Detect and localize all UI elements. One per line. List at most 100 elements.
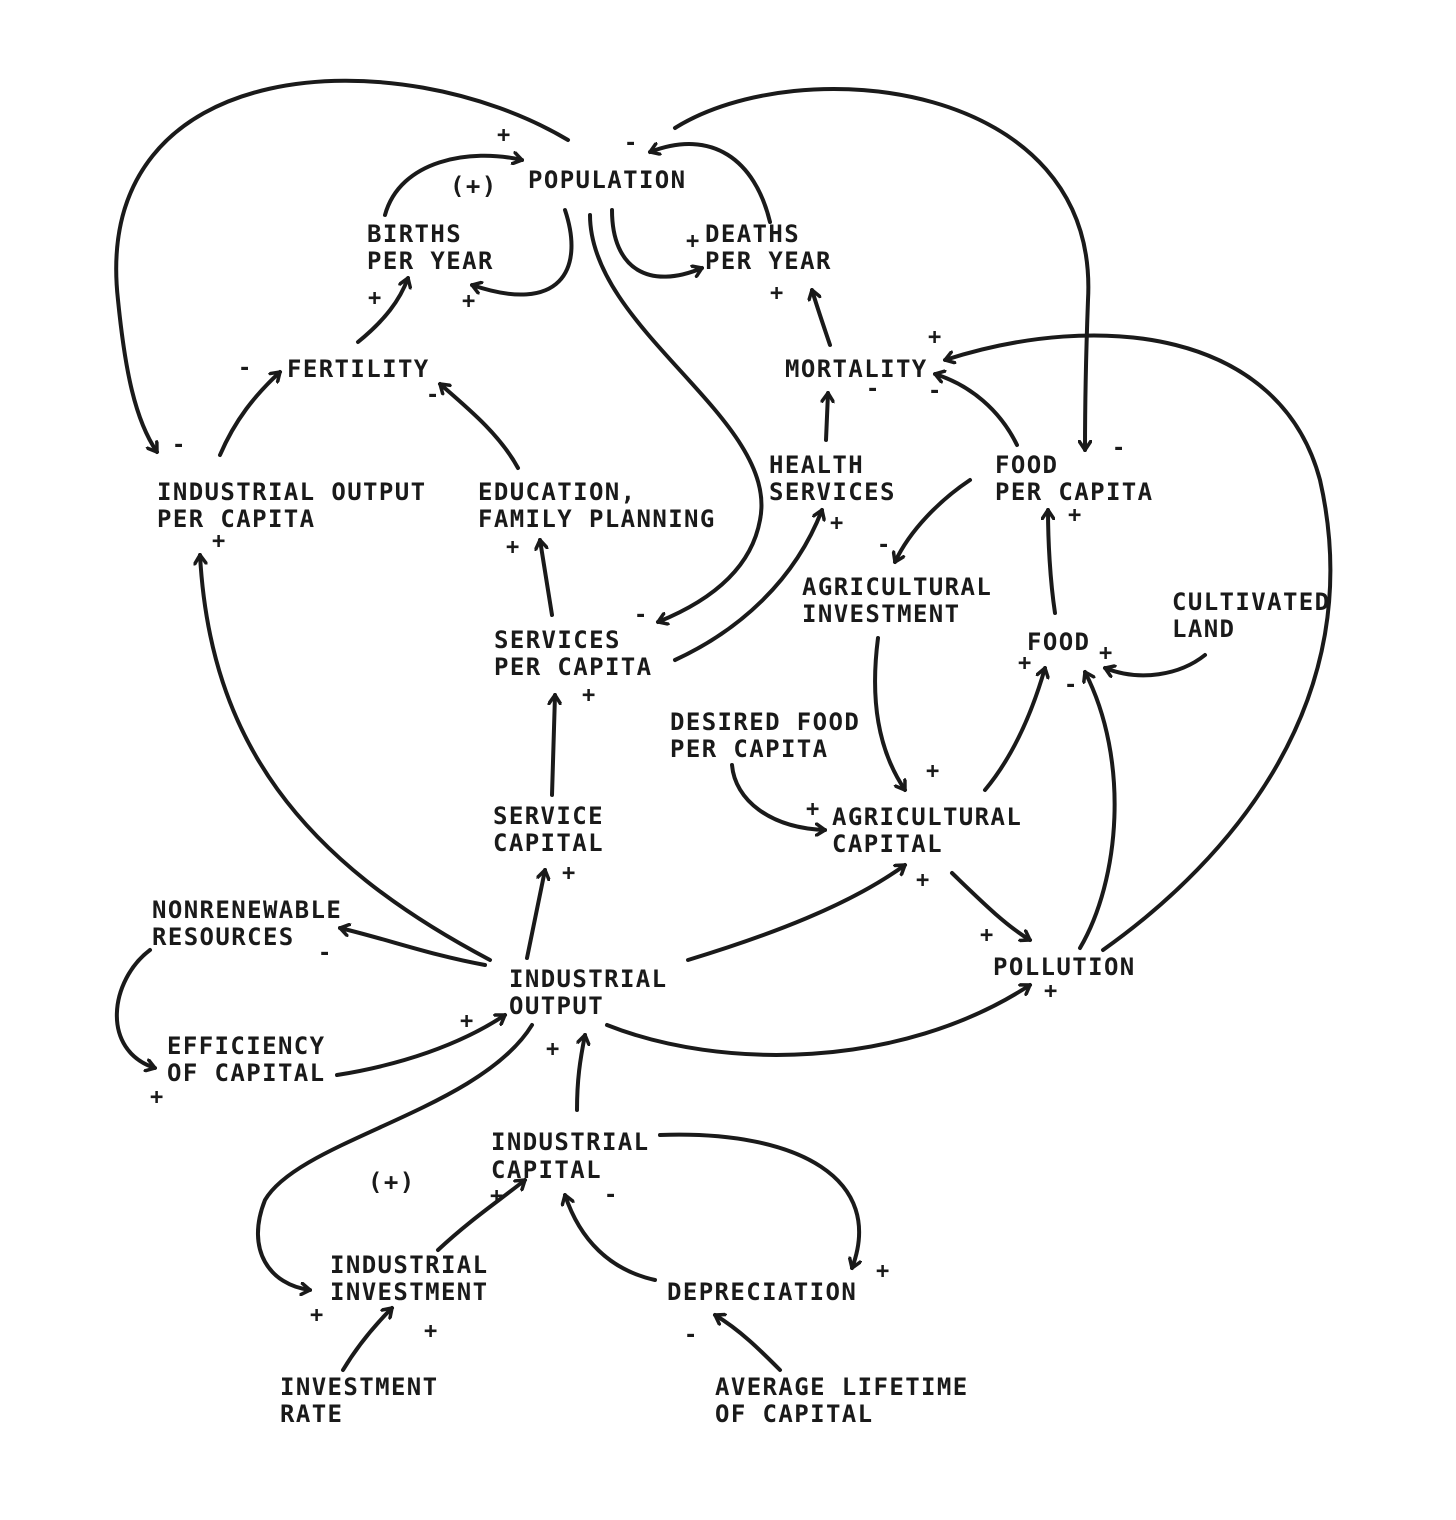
edge-land-to-food [1105,653,1207,675]
node-average-lifetime-of-capital: AVERAGE LIFETIME OF CAPITAL [715,1373,969,1428]
edge-sign-service_cap-to-spc: + [582,683,595,708]
edge-spc-to-health [673,510,822,662]
node-line: EFFICIENCY [167,1032,326,1060]
edge-population-to-iopc [114,78,570,452]
node-line: PER CAPITA [157,505,316,533]
node-cultivated-land: CULTIVATED LAND [1172,588,1329,643]
node-industrial-investment: INDUSTRIAL INVESTMENT [330,1251,489,1306]
edge-service_cap-to-spc [552,695,555,797]
edge-population-to-fpc [673,87,1088,450]
edge-desired_food-to-agri_cap [730,763,825,830]
edge-ind_output-to-ind_investment [255,1023,534,1290]
edge-sign-ind_output-to-nonrenewable: - [318,941,331,966]
node-efficiency-of-capital: EFFICIENCY OF CAPITAL [167,1032,326,1087]
node-line: INVESTMENT [330,1278,489,1306]
node-industrial-output-per-capita: INDUSTRIAL OUTPUT PER CAPITA [157,478,426,533]
edge-ind_output-to-service_cap [525,870,545,960]
edge-population-to-births [472,208,574,297]
node-line: AVERAGE LIFETIME [715,1373,969,1401]
node-line: INDUSTRIAL OUTPUT [157,478,426,506]
edge-population-to-spc [588,213,764,622]
node-line: BIRTHS [367,220,462,248]
edge-spc-to-efp [540,540,554,617]
edge-sign-ind_output-to-service_cap: + [562,861,575,886]
edge-sign-ind_output-to-agri_cap: + [916,868,929,893]
node-line: DESIRED FOOD [670,708,860,736]
node-line: DEATHS [705,220,800,248]
edge-sign-population-to-iopc: - [172,433,185,458]
node-line: SERVICES [769,478,896,506]
edge-sign-population-to-births: + [462,289,475,314]
node-line: INDUSTRIAL [330,1251,489,1279]
edge-sign-agri_cap-to-food: + [1018,651,1031,676]
edge-sign-population-to-deaths: + [686,229,699,254]
node-line: OF CAPITAL [167,1059,326,1087]
edge-population-to-deaths [610,208,702,279]
node-line: FOOD [995,451,1058,479]
node-line: PER YEAR [705,247,832,275]
edge-sign-population-to-fpc: - [1112,436,1125,461]
edge-ind_output-to-agri_cap [686,863,905,962]
edge-lifetime-to-depreciation [715,1315,782,1372]
edge-ind_investment-to-ind_capital [436,1178,525,1252]
edge-ind_output-to-iopc [200,555,492,962]
edge-sign-ind_capital-to-ind_output: + [546,1037,559,1062]
edge-sign-spc-to-efp: + [506,535,519,560]
node-line: FAMILY PLANNING [478,505,716,533]
edge-mortality-to-deaths [812,290,832,347]
edge-sign-population-to-spc: - [634,603,647,628]
node-desired-food-per-capita: DESIRED FOOD PER CAPITA [670,708,860,763]
node-investment-rate: INVESTMENT RATE [280,1373,439,1428]
node-nonrenewable-resources: NONRENEWABLE RESOURCES [152,896,342,951]
edge-sign-efficiency-to-ind_output: + [460,1009,473,1034]
edge-sign-food-to-fpc: + [1068,503,1081,528]
edge-fpc-to-agri_inv [895,478,972,562]
node-line: LAND [1172,615,1235,643]
edge-depreciation-to-ind_capital [565,1195,657,1282]
node-line: INVESTMENT [280,1373,439,1401]
edge-sign-fpc-to-mortality: - [928,379,941,404]
edge-sign-ind_capital-to-depreciation: + [876,1259,889,1284]
node-line: NONRENEWABLE [152,896,342,924]
edge-pollution-to-mortality [945,333,1333,952]
loop-marker-capital: (+) [368,1168,416,1196]
edge-sign-health-to-mortality: - [866,377,879,402]
edge-ind_capital-to-depreciation [658,1132,859,1268]
edge-sign-mortality-to-deaths: + [770,281,783,306]
node-industrial-output: INDUSTRIAL OUTPUT [509,965,666,1020]
edge-sign-births-to-population: + [497,123,510,148]
node-mortality: MORTALITY [785,355,928,383]
node-depreciation: DEPRECIATION [667,1278,857,1306]
edges [114,78,1333,1372]
node-labels: POPULATION BIRTHS PER YEAR DEATHS PER YE… [152,166,1329,1428]
loop-marker-population: (+) [450,172,498,200]
node-line: PER CAPITA [670,735,829,763]
edge-health-to-mortality [826,393,828,442]
node-line: EDUCATION, [478,478,637,506]
edge-ind_output-to-nonrenewable [340,928,487,967]
edge-agri_cap-to-pollution [950,871,1030,940]
node-line: RATE [280,1400,343,1428]
node-line: RESOURCES [152,923,295,951]
edge-sign-ind_investment-to-ind_capital: + [490,1184,503,1209]
edge-sign-spc-to-health: + [830,511,843,536]
edge-efficiency-to-ind_output [335,1013,505,1077]
edge-agri_cap-to-food [983,668,1045,792]
edge-sign-nonrenewable-to-efficiency: + [150,1085,163,1110]
edge-sign-ind_output-to-pollution: + [1044,979,1057,1004]
node-line: HEALTH [769,451,864,479]
edge-inv_rate-to-ind_investment [341,1308,392,1372]
edge-sign-desired_food-to-agri_cap: + [806,797,819,822]
edge-sign-ind_output-to-ind_investment: + [310,1303,323,1328]
node-services-per-capita: SERVICES PER CAPITA [494,626,653,681]
edge-nonrenewable-to-efficiency [114,948,155,1068]
edge-sign-ind_output-to-iopc: + [212,529,225,554]
node-line: PER CAPITA [494,653,653,681]
node-agricultural-investment: AGRICULTURAL INVESTMENT [802,573,991,628]
node-industrial-capital: INDUSTRIAL CAPITAL [491,1128,648,1184]
edge-sign-inv_rate-to-ind_investment: + [424,1319,437,1344]
node-line: PER CAPITA [995,478,1154,506]
node-line: CAPITAL [491,1156,602,1184]
node-health-services: HEALTH SERVICES [769,451,896,506]
